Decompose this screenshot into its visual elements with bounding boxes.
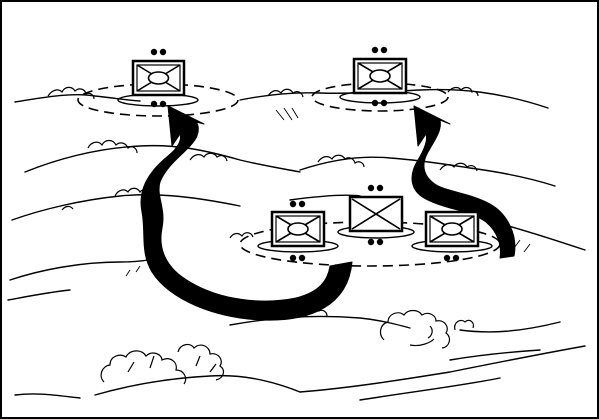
armor-oval <box>369 69 391 83</box>
armor-oval <box>147 71 170 85</box>
hill-line <box>359 377 501 401</box>
hill-line <box>7 289 71 301</box>
hill-line <box>459 321 561 333</box>
bush <box>177 343 225 381</box>
hill-line <box>504 224 586 251</box>
scrub <box>439 162 478 172</box>
unit-inner-frame <box>136 64 181 92</box>
echelon-dots <box>443 200 460 262</box>
objective-left-ellipse <box>77 83 239 117</box>
terrain-contours <box>7 88 586 401</box>
unit-inner-frame <box>357 62 403 90</box>
unit-symbol-base-left <box>270 200 326 262</box>
unit-symbol-base-center <box>348 184 404 246</box>
unit-symbol-base-right <box>424 200 480 262</box>
scrub <box>47 86 95 100</box>
scrub <box>189 152 228 162</box>
echelon-dots <box>371 46 388 107</box>
hill-line <box>289 194 361 201</box>
armor-oval <box>441 222 463 236</box>
hill-line <box>14 393 81 399</box>
hill-line <box>299 345 586 393</box>
unit-symbol-objective-left <box>131 48 186 108</box>
echelon-dots <box>367 184 384 246</box>
scrub <box>87 139 138 154</box>
hill-line <box>449 349 541 361</box>
hill-line <box>299 156 556 187</box>
bush <box>409 325 435 347</box>
infantry-cross <box>351 198 401 230</box>
scrub <box>317 154 365 168</box>
bush <box>379 309 451 349</box>
scrub <box>267 88 304 98</box>
unit-frame <box>131 59 186 97</box>
hill-line <box>94 374 301 396</box>
bush <box>454 319 474 331</box>
unit-symbol-objective-right <box>352 46 408 107</box>
bush <box>100 350 187 385</box>
echelon-dots <box>150 48 167 108</box>
bush <box>127 355 217 373</box>
hill-line <box>14 94 141 103</box>
scrub <box>447 86 479 97</box>
hill-line <box>11 194 241 221</box>
echelon-dots <box>289 200 306 262</box>
armor-oval <box>287 222 309 236</box>
scrub <box>229 232 254 239</box>
hatch <box>275 107 299 121</box>
scrub <box>61 205 74 211</box>
unit-inner-frame <box>429 215 475 243</box>
unit-inner-frame <box>275 215 321 243</box>
hatch <box>125 265 141 277</box>
left-route-arrow <box>140 105 353 321</box>
